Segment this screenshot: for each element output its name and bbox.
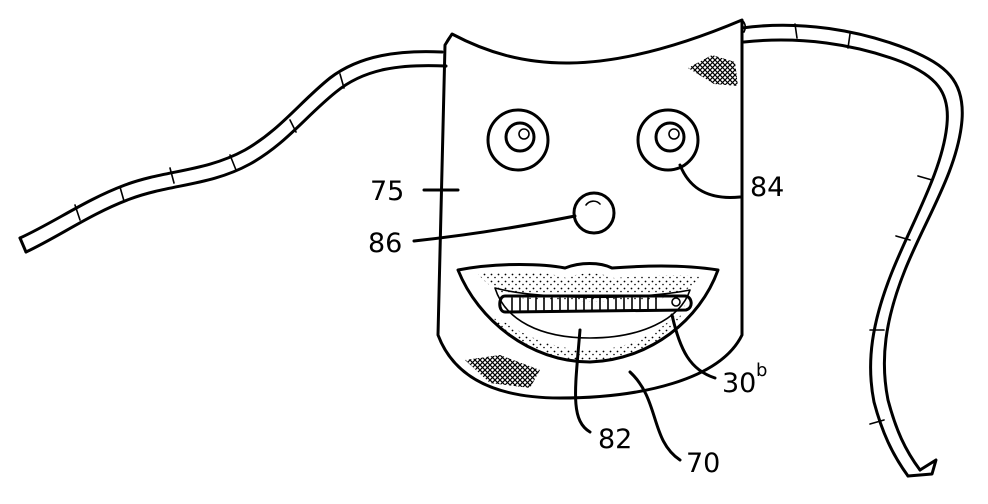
leader-30b <box>670 313 717 380</box>
reference-labels: 75 86 84 30 b 82 70 <box>368 172 784 479</box>
label-70: 70 <box>686 448 720 479</box>
leader-lines <box>412 163 742 462</box>
leader-82 <box>574 328 592 434</box>
label-82: 82 <box>598 424 632 455</box>
toothbrush <box>498 294 693 314</box>
leader-70 <box>628 370 682 462</box>
left-strap <box>18 50 448 254</box>
right-strap <box>740 23 964 478</box>
nose <box>572 191 616 235</box>
label-84: 84 <box>750 172 784 203</box>
left-eye <box>486 108 550 172</box>
leader-86 <box>412 214 577 243</box>
label-30: 30 <box>722 368 756 399</box>
label-30-suffix: b <box>756 360 767 381</box>
label-86: 86 <box>368 228 402 259</box>
label-75: 75 <box>370 176 404 207</box>
mouth <box>456 262 720 364</box>
leader-84 <box>678 163 742 200</box>
face-panel <box>436 18 747 400</box>
right-eye <box>636 108 700 172</box>
